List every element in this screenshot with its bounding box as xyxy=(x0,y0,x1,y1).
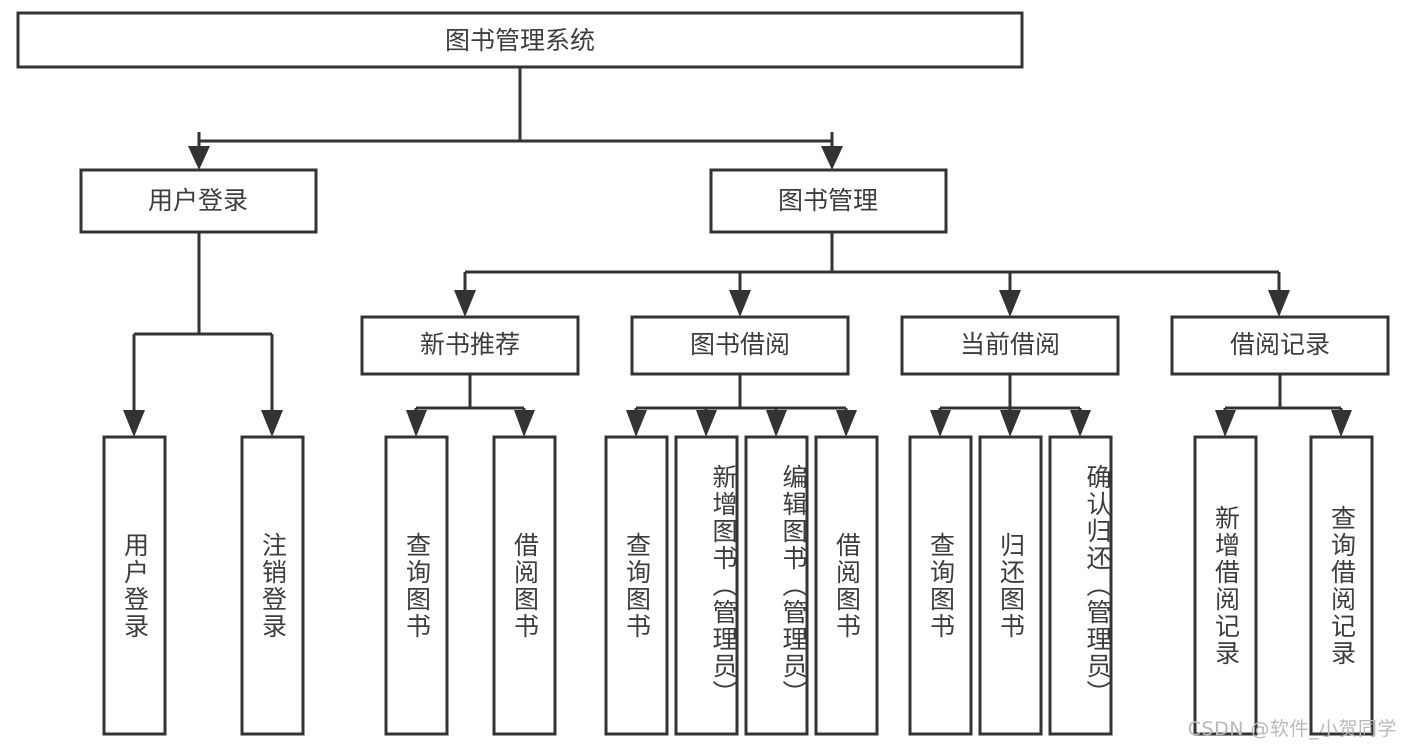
arrowhead-leaf-user-login xyxy=(123,410,145,437)
node-leaf-return-book[interactable] xyxy=(978,435,1043,736)
edge-root-to-level2 xyxy=(188,67,843,170)
node-leaf-query-book-3[interactable] xyxy=(908,435,973,736)
node-borrow-record-label: 借阅记录 xyxy=(1230,330,1330,359)
arrowhead-leaf-logout xyxy=(261,410,283,437)
node-user-login[interactable] xyxy=(79,168,318,234)
arrowhead-leaf-query-book-3 xyxy=(930,410,951,437)
arrowhead-leaf-query-record xyxy=(1331,410,1352,437)
arrowhead-leaf-borrow-book-2 xyxy=(836,410,857,437)
node-leaf-confirm-return[interactable] xyxy=(1048,435,1113,736)
node-leaf-logout[interactable] xyxy=(240,435,305,736)
node-leaf-add-book[interactable] xyxy=(674,435,739,736)
arrowhead-leaf-borrow-book-1 xyxy=(514,410,535,437)
node-leaf-query-book-1[interactable] xyxy=(384,435,449,736)
arrowhead-leaf-add-record xyxy=(1215,410,1236,437)
edge-newbook-to-leaves xyxy=(406,374,535,437)
node-leaf-borrow-book-2[interactable] xyxy=(814,435,879,736)
arrowhead-new-book-rec xyxy=(454,290,476,317)
node-leaf-user-login[interactable] xyxy=(102,435,167,736)
node-new-book-rec-label: 新书推荐 xyxy=(420,330,520,359)
node-current-borrow-label: 当前借阅 xyxy=(960,330,1060,359)
node-leaf-add-record[interactable] xyxy=(1193,435,1258,736)
node-book-borrow[interactable] xyxy=(630,315,850,376)
node-leaf-query-book-2[interactable] xyxy=(604,435,669,736)
arrowhead-current-borrow xyxy=(999,290,1021,317)
arrowhead-borrow-record xyxy=(1268,290,1290,317)
node-new-book-rec[interactable] xyxy=(360,315,580,376)
node-borrow-record[interactable] xyxy=(1170,315,1390,376)
csdn-watermark: CSDN @软件_小贺同学 xyxy=(1187,718,1397,740)
edge-bookborrow-to-leaves xyxy=(626,374,857,437)
edge-userlogin-to-leaves xyxy=(123,232,283,437)
edge-bookmanage-to-level3 xyxy=(454,232,1290,317)
node-user-login-label: 用户登录 xyxy=(148,186,248,215)
node-leaf-query-record[interactable] xyxy=(1309,435,1374,736)
arrowhead-book-manage xyxy=(821,146,843,170)
node-root[interactable] xyxy=(16,11,1024,69)
node-book-borrow-label: 图书借阅 xyxy=(690,330,790,359)
arrowhead-user-login xyxy=(188,146,210,170)
arrowhead-leaf-add-book xyxy=(696,410,717,437)
node-current-borrow[interactable] xyxy=(900,315,1120,376)
node-leaf-borrow-book-1[interactable] xyxy=(492,435,557,736)
arrowhead-leaf-edit-book xyxy=(766,410,787,437)
edge-borrowrecord-to-leaves xyxy=(1215,374,1352,437)
arrowhead-leaf-return-book xyxy=(1000,410,1021,437)
arrowhead-book-borrow xyxy=(729,290,751,317)
arrowhead-leaf-query-book-2 xyxy=(626,410,647,437)
node-book-manage[interactable] xyxy=(709,168,948,234)
edge-currentborrow-to-leaves xyxy=(930,374,1091,437)
node-root-label: 图书管理系统 xyxy=(445,26,595,55)
node-book-manage-label: 图书管理 xyxy=(778,186,878,215)
node-leaf-edit-book[interactable] xyxy=(744,435,809,736)
arrowhead-leaf-confirm-return xyxy=(1070,410,1091,437)
arrowhead-leaf-query-book-1 xyxy=(406,410,427,437)
